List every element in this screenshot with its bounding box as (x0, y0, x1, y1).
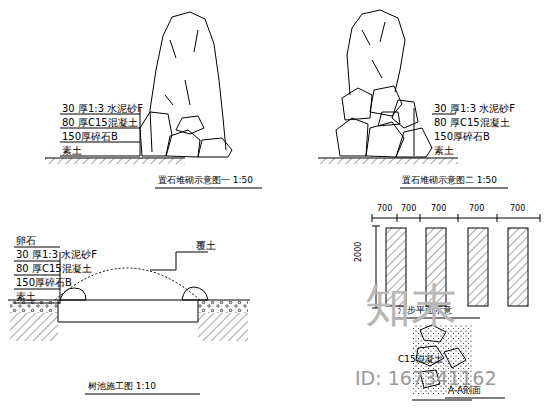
layer-note: 素土 (62, 145, 82, 156)
layer-note: 80 厚C15混凝土 (434, 117, 510, 128)
layer-note: 30 厚1:3 水泥砂F (62, 103, 143, 114)
dimension: 700 (377, 205, 392, 214)
dimension: 700 (510, 205, 525, 214)
layer-note: 30 厚1:3 水泥砂F (434, 103, 515, 114)
layer-note: 80 厚C15混凝土 (62, 117, 138, 128)
figure-caption: 树池施工图 1:10 (88, 382, 156, 392)
layer-note: 素土 (434, 145, 454, 156)
layer-note: 80 厚C15混凝土 (16, 263, 92, 274)
figure-caption: 置石堆砌示意图一 1:50 (158, 176, 253, 186)
dimension: 700 (469, 205, 484, 214)
watermark: ID: 167341162 (355, 368, 496, 389)
layer-note: 30 厚1:3 水泥砂F (16, 249, 97, 260)
layer-note: 素土 (16, 291, 36, 302)
dimension: 2000 (355, 242, 364, 262)
layer-note: 150厚碎石B (434, 131, 490, 142)
material-note: C15混凝土 (398, 355, 443, 365)
layer-note: 150厚碎石B (16, 277, 72, 288)
dimension: 700 (401, 205, 416, 214)
dimension: 700 (431, 205, 446, 214)
figure-caption: 置石堆砌示意图二 1:50 (402, 176, 497, 186)
mound-section (8, 247, 250, 394)
watermark: 知末 (365, 280, 457, 331)
part-label: 卵石 (16, 235, 36, 246)
layer-note: 150厚碎石B (62, 131, 118, 142)
part-label: 覆土 (196, 240, 216, 251)
rock-figure-1 (45, 12, 262, 188)
rock-figure-2 (318, 10, 508, 188)
